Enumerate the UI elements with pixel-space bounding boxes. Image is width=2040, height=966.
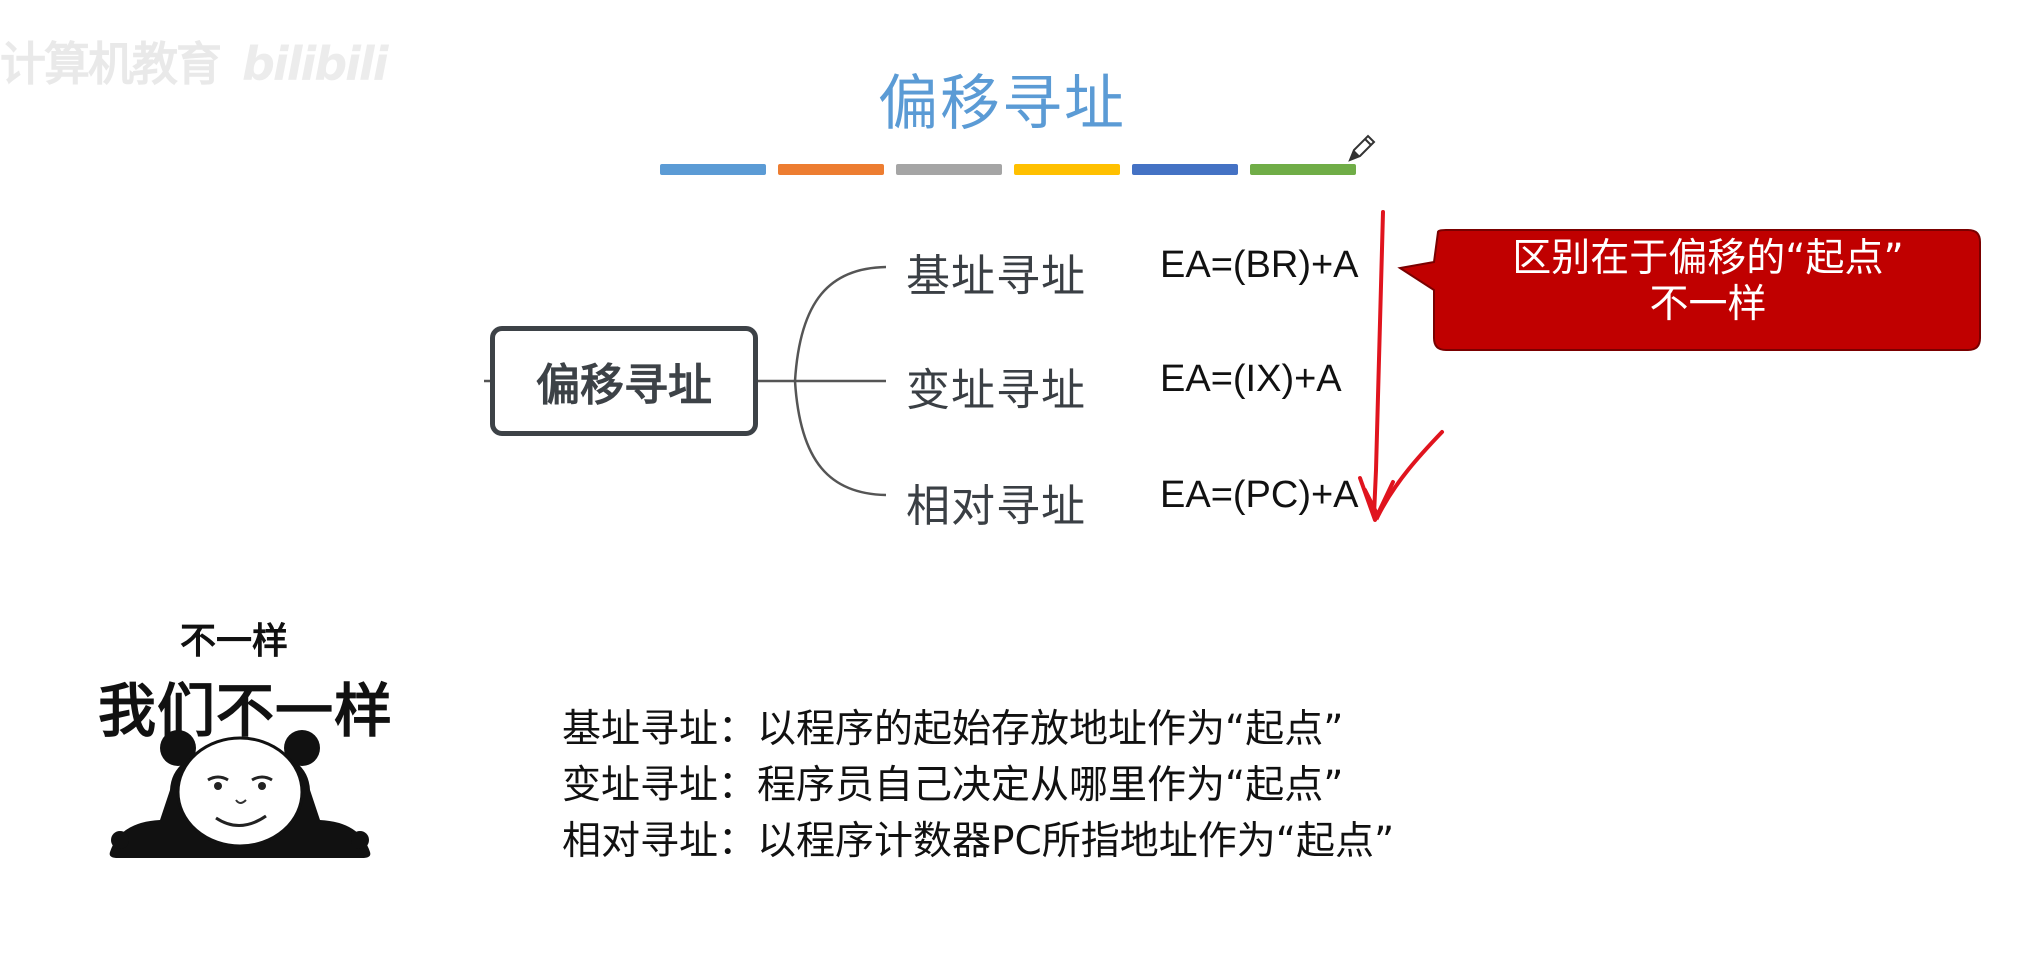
connector-branch-1	[793, 265, 887, 382]
meme-caption-top: 不一样	[180, 621, 289, 662]
formula-relative: EA=(PC)+A	[1160, 474, 1359, 516]
color-segment-5	[1132, 164, 1238, 175]
callout-line-2: 不一样	[1649, 282, 1767, 327]
branch-label-index: 变址寻址	[906, 365, 1086, 416]
callout-bubble	[1397, 229, 1981, 351]
pencil-icon	[1348, 134, 1376, 162]
bilibili-logo: bilibili	[242, 37, 388, 91]
red-arrow-line	[1372, 210, 1385, 517]
note-line-relative: 相对寻址：以程序计数器PC所指地址作为“起点”	[562, 819, 1395, 864]
red-check-mark	[1363, 430, 1444, 521]
watermark-text: 计算机教育	[0, 37, 222, 91]
formula-base: EA=(BR)+A	[1160, 244, 1359, 286]
connector-branch-3	[793, 380, 887, 497]
title-color-bar	[660, 164, 1360, 176]
formula-index: EA=(IX)+A	[1160, 358, 1342, 400]
color-segment-3	[896, 164, 1002, 175]
mindmap-root-node: 偏移寻址	[490, 326, 758, 436]
color-segment-4	[1014, 164, 1120, 175]
explanation-notes: 基址寻址：以程序的起始存放地址作为“起点” 变址寻址：程序员自己决定从哪里作为“…	[562, 702, 1394, 870]
note-line-base: 基址寻址：以程序的起始存放地址作为“起点”	[562, 707, 1344, 752]
branch-label-base: 基址寻址	[906, 251, 1086, 302]
color-segment-1	[660, 164, 766, 175]
color-segment-2	[778, 164, 884, 175]
slide-title: 偏移寻址	[878, 69, 1126, 139]
panda-meme-image	[109, 730, 371, 858]
callout-text: 区别在于偏移的“起点” 不一样	[1440, 236, 1976, 328]
branch-label-relative: 相对寻址	[906, 481, 1086, 532]
meme-caption-main: 我们不一样	[98, 677, 394, 745]
callout-line-1: 区别在于偏移的“起点”	[1512, 236, 1904, 281]
watermark: 计算机教育 bilibili	[0, 28, 388, 94]
note-line-index: 变址寻址：程序员自己决定从哪里作为“起点”	[562, 763, 1344, 808]
color-segment-6	[1250, 164, 1356, 175]
